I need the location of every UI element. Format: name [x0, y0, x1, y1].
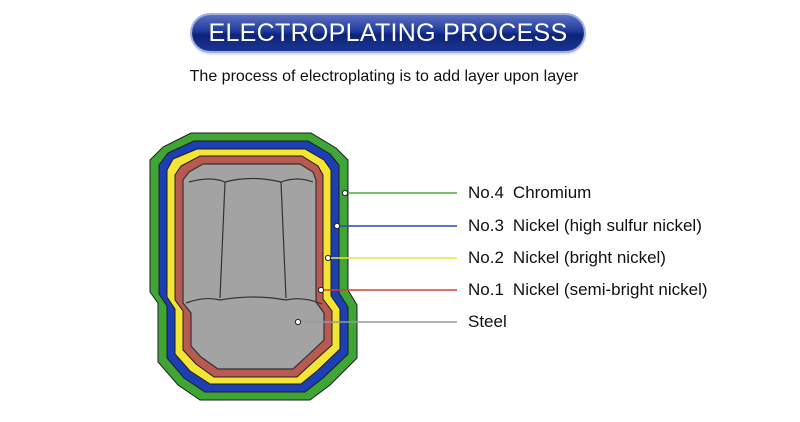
layer-number: No.1 [468, 280, 504, 299]
diagram-subtitle: The process of electroplating is to add … [189, 68, 579, 85]
label-steel: Steel [468, 312, 507, 332]
layer-name: Nickel (high sulfur nickel) [512, 216, 702, 235]
leader-lines [294, 189, 457, 326]
steel-core [182, 163, 325, 370]
label-nickel-high-sulfur: No.3 Nickel (high sulfur nickel) [468, 216, 702, 236]
layer-name: Nickel (semi-bright nickel) [512, 280, 708, 299]
label-nickel-bright: No.2 Nickel (bright nickel) [468, 248, 666, 268]
diagram-title: ELECTROPLATING PROCESS [208, 18, 568, 47]
layer-name: Chromium [512, 183, 592, 202]
layer-number: No.3 [468, 216, 504, 235]
layer-name: Nickel (bright nickel) [512, 248, 666, 267]
label-nickel-semi-bright: No.1 Nickel (semi-bright nickel) [468, 280, 708, 300]
label-chromium: No.4 Chromium [468, 183, 591, 203]
layer-number: No.4 [468, 183, 504, 202]
title-banner: ELECTROPLATING PROCESS [192, 15, 584, 51]
layer-name: Steel [468, 312, 507, 331]
layer-number: No.2 [468, 248, 504, 267]
